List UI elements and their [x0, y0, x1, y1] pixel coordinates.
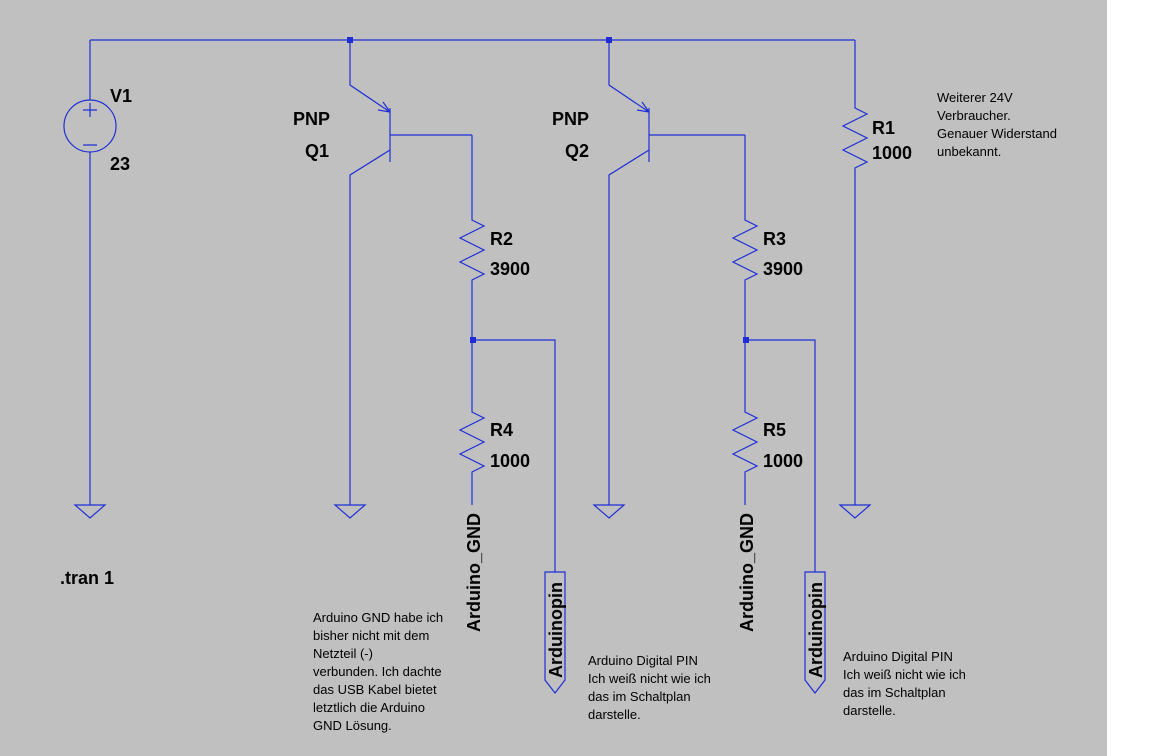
- schematic: V1 23 PNP Q1 R2 3900 R4 1000 Arduino_GND…: [60, 37, 1061, 733]
- transistor-q2: [608, 40, 745, 505]
- q1-name: Q1: [305, 141, 329, 161]
- resistor-r4: [458, 340, 486, 505]
- net-label-arduinopin-left: Arduinopin: [546, 582, 566, 678]
- comment-pin-right: Arduino Digital PIN Ich weiß nicht wie i…: [843, 649, 969, 718]
- port-arduinopin-right: [804, 571, 826, 694]
- r2-name: R2: [490, 229, 513, 249]
- net-label-arduino-gnd-left: Arduino_GND: [464, 513, 484, 632]
- r4-value: 1000: [490, 451, 530, 471]
- wire-to-arduinopin-left: [472, 339, 556, 572]
- resistor-r5: [731, 340, 759, 505]
- comment-gnd: Arduino GND habe ich bisher nicht mit de…: [313, 610, 447, 733]
- q1-type: PNP: [293, 109, 330, 129]
- port-arduinopin-left: [544, 571, 566, 694]
- comment-load: Weiterer 24V Verbraucher. Genauer Widers…: [937, 90, 1061, 159]
- tran-directive: .tran 1: [60, 568, 114, 588]
- v1-name: V1: [110, 86, 132, 106]
- transistor-q1: [349, 40, 472, 505]
- wire-to-arduinopin-right: [745, 339, 816, 572]
- resistor-r1: [841, 40, 869, 505]
- r3-value: 3900: [763, 259, 803, 279]
- resistor-r2: [458, 135, 486, 340]
- r1-name: R1: [872, 118, 895, 138]
- schematic-canvas: [0, 0, 1107, 756]
- voltage-source-v1: [63, 40, 117, 505]
- r4-name: R4: [490, 420, 513, 440]
- ground-symbol-q1: [333, 504, 367, 519]
- r1-value: 1000: [872, 143, 912, 163]
- q2-type: PNP: [552, 109, 589, 129]
- r5-value: 1000: [763, 451, 803, 471]
- ground-symbol-v1: [73, 504, 107, 519]
- ground-symbol-q2: [592, 504, 626, 519]
- q2-name: Q2: [565, 141, 589, 161]
- comment-pin-left: Arduino Digital PIN Ich weiß nicht wie i…: [588, 653, 714, 722]
- v1-value: 23: [110, 154, 130, 174]
- net-label-arduino-gnd-right: Arduino_GND: [737, 513, 757, 632]
- r3-name: R3: [763, 229, 786, 249]
- ground-symbol-r1: [838, 504, 872, 519]
- r2-value: 3900: [490, 259, 530, 279]
- resistor-r3: [731, 135, 759, 340]
- net-label-arduinopin-right: Arduinopin: [806, 582, 826, 678]
- r5-name: R5: [763, 420, 786, 440]
